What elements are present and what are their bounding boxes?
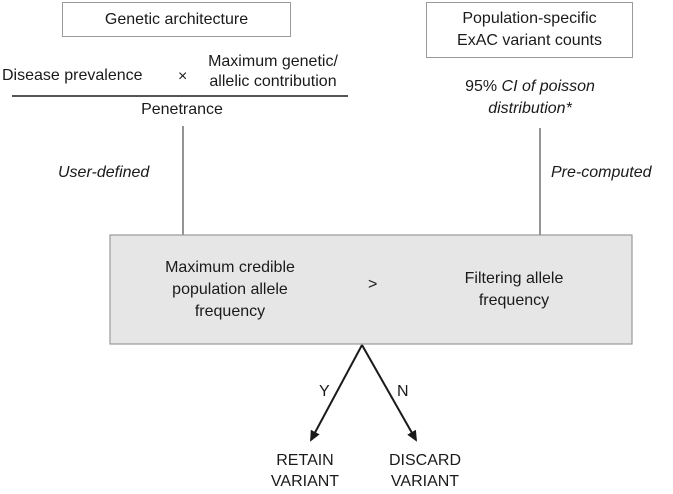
genetic-architecture-title: Genetic architecture bbox=[104, 11, 249, 28]
confidence-interval-line2: distribution* bbox=[488, 100, 572, 117]
population-counts-box bbox=[426, 2, 633, 58]
comparison-box bbox=[109, 234, 633, 345]
greater-than-operator: > bbox=[368, 276, 378, 293]
retain-variant-line1: RETAIN bbox=[276, 452, 334, 469]
filtering-af-line1: Filtering allele bbox=[464, 270, 564, 287]
times-symbol: × bbox=[178, 68, 188, 85]
filtering-af-line2: frequency bbox=[478, 292, 550, 309]
confidence-interval-line1: 95% CI of poisson bbox=[430, 77, 630, 97]
discard-arrow bbox=[361, 344, 417, 442]
population-counts-line1: Population-specific bbox=[462, 10, 597, 27]
population-counts-line2: ExAC variant counts bbox=[457, 32, 602, 49]
denominator-penetrance: Penetrance bbox=[141, 101, 223, 118]
retain-arrow bbox=[310, 344, 363, 442]
retain-variant-line2: VARIANT bbox=[270, 473, 340, 490]
ci-prefix: 95% bbox=[465, 78, 498, 95]
numerator-max-contribution-line1: Maximum genetic/ bbox=[208, 53, 338, 70]
yes-label: Y bbox=[319, 383, 330, 400]
no-label: N bbox=[397, 383, 409, 400]
max-credible-af-line1: Maximum credible bbox=[165, 259, 295, 276]
discard-variant-line1: DISCARD bbox=[388, 452, 461, 469]
max-credible-af-line3: frequency bbox=[194, 303, 266, 320]
user-defined-label: User-defined bbox=[58, 164, 150, 181]
pre-computed-label: Pre-computed bbox=[551, 164, 652, 181]
genetic-architecture-box bbox=[62, 2, 291, 37]
numerator-max-contribution-line2: allelic contribution bbox=[209, 73, 337, 90]
discard-variant-line2: VARIANT bbox=[390, 473, 460, 490]
ci-italic-text: CI of poisson bbox=[501, 78, 595, 95]
numerator-disease-prevalence: Disease prevalence bbox=[2, 67, 143, 84]
max-credible-af-line2: population allele bbox=[172, 281, 288, 298]
